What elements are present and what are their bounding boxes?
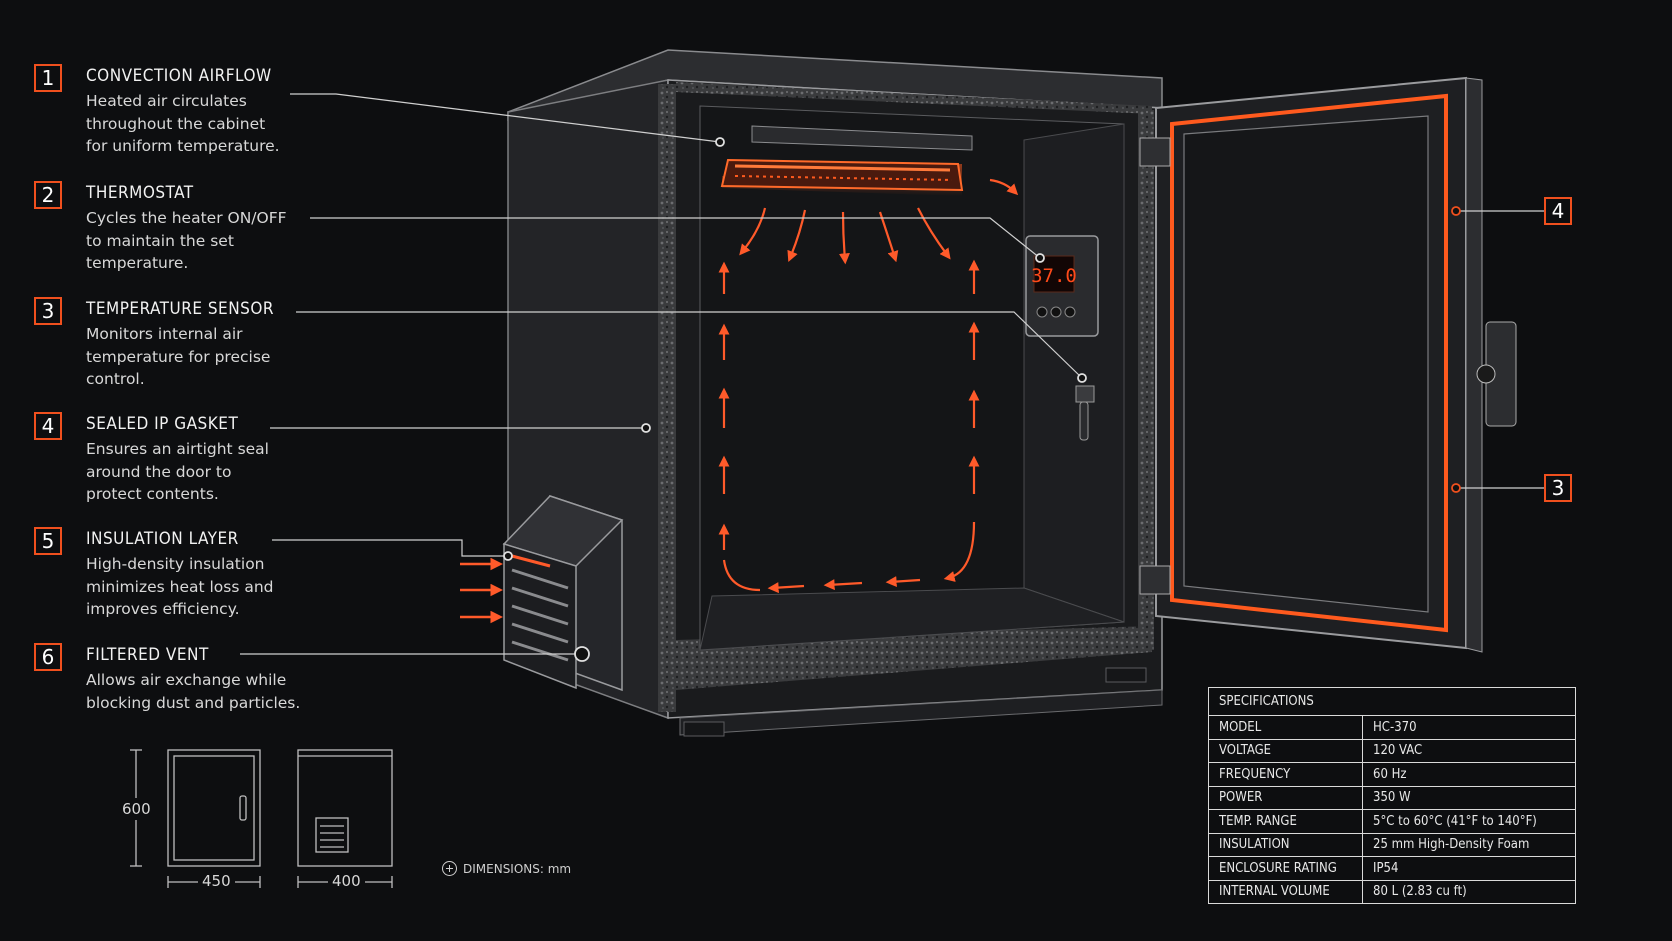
callout-title: TEMPERATURE SENSOR	[86, 299, 275, 319]
callout-number: 4	[34, 412, 62, 440]
callout-title: FILTERED VENT	[86, 645, 209, 665]
dimensions-note-text: DIMENSIONS: mm	[463, 861, 572, 876]
dimension-drawings	[130, 749, 393, 888]
description-line: improves efficiency.	[86, 600, 240, 618]
description-line: to maintain the set	[86, 231, 234, 250]
description-line: protect contents.	[86, 485, 219, 503]
callout-title: INSULATION LAYER	[86, 529, 239, 549]
callout-description: Cycles the heater ON/OFF to maintain the…	[86, 207, 316, 275]
specifications-header: SPECIFICATIONS	[1208, 687, 1576, 716]
description-line: for uniform temperature.	[86, 137, 280, 155]
cabinet-door	[1139, 76, 1517, 653]
width-dimension: 450	[198, 872, 235, 890]
heater-element	[720, 125, 973, 196]
spec-value: 60 Hz	[1362, 762, 1576, 787]
spec-label: INTERNAL VOLUME	[1208, 879, 1363, 904]
description-line: High-density insulation	[86, 555, 265, 573]
description-line: temperature for precise	[86, 347, 271, 366]
callout-number: 6	[34, 643, 62, 671]
callout-description: Ensures an airtight seal around the door…	[86, 438, 316, 506]
crosshair-icon	[442, 861, 457, 876]
callout-title: THERMOSTAT	[86, 183, 194, 203]
spec-value: IP54	[1362, 856, 1576, 881]
thermostat-unit: 37.0	[1025, 235, 1099, 337]
spec-label: POWER	[1208, 785, 1363, 810]
spec-label: ENCLOSURE RATING	[1208, 856, 1363, 881]
bottom-hinge	[1139, 565, 1171, 595]
description-line: minimizes heat loss and	[86, 577, 274, 596]
spec-label: VOLTAGE	[1208, 738, 1363, 763]
callout-description: Allows air exchange while blocking dust …	[86, 669, 316, 714]
spec-value: HC-370	[1362, 715, 1576, 740]
callout-number: 3	[34, 297, 62, 325]
description-line: control.	[86, 370, 145, 388]
temperature-sensor	[1075, 385, 1095, 441]
callout-title: SEALED IP GASKET	[86, 414, 239, 434]
spec-label: MODEL	[1208, 715, 1363, 740]
callout-description: Heated air circulates throughout the cab…	[86, 90, 316, 158]
airflow-arrows	[718, 178, 1019, 594]
callout-description: Monitors internal air temperature for pr…	[86, 323, 316, 391]
callout-description: High-density insulation minimizes heat l…	[86, 553, 316, 621]
leader-lines	[240, 93, 1544, 655]
description-line: Cycles the heater ON/OFF	[86, 209, 287, 227]
description-line: throughout the cabinet	[86, 114, 266, 133]
callout-title: CONVECTION AIRFLOW	[86, 66, 272, 86]
callout-number: 1	[34, 64, 62, 92]
leader-dots	[503, 137, 1461, 662]
description-line: around the door to	[86, 462, 232, 481]
height-dimension: 600	[122, 798, 151, 820]
spec-value: 350 W	[1362, 785, 1576, 810]
door-callout-gasket: 4	[1544, 197, 1572, 225]
description-line: Ensures an airtight seal	[86, 440, 269, 458]
description-line: temperature.	[86, 254, 189, 272]
thermostat-display: 37.0	[1031, 265, 1077, 287]
top-hinge	[1139, 137, 1171, 167]
spec-value: 25 mm High-Density Foam	[1362, 832, 1576, 857]
depth-dimension: 400	[328, 872, 365, 890]
callout-number: 5	[34, 527, 62, 555]
spec-value: 120 VAC	[1362, 738, 1576, 763]
dimensions-note: DIMENSIONS: mm	[442, 861, 571, 876]
spec-label: TEMP. RANGE	[1208, 809, 1363, 834]
door-callout-sensor: 3	[1544, 474, 1572, 502]
callout-number: 2	[34, 181, 62, 209]
description-line: Allows air exchange while	[86, 671, 287, 689]
spec-label: FREQUENCY	[1208, 762, 1363, 787]
description-line: Monitors internal air	[86, 325, 243, 343]
door-gasket	[1170, 93, 1448, 633]
spec-label: INSULATION	[1208, 832, 1363, 857]
description-line: Heated air circulates	[86, 92, 247, 110]
spec-value: 5°C to 60°C (41°F to 140°F)	[1362, 809, 1576, 834]
spec-value: 80 L (2.83 cu ft)	[1362, 879, 1576, 904]
description-line: blocking dust and particles.	[86, 693, 301, 712]
filtered-vent	[460, 494, 624, 692]
